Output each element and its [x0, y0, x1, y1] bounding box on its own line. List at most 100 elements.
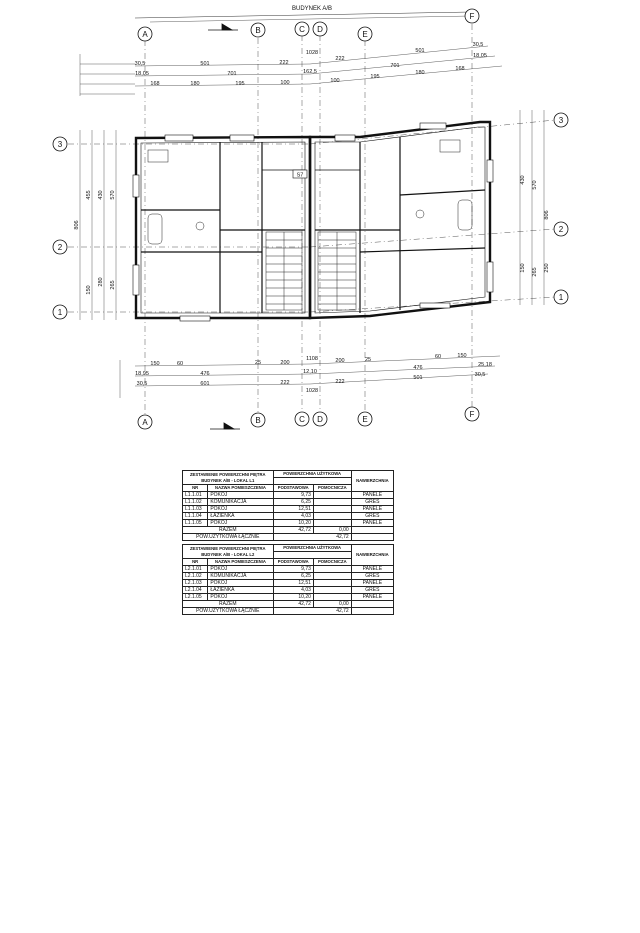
cell-floor: PANELE — [350, 519, 395, 527]
col-nr: NR — [181, 558, 209, 566]
cell-basic: 12,51 — [272, 579, 314, 587]
dimension-label: 180 — [415, 70, 424, 76]
cell-basic: 12,51 — [272, 505, 314, 513]
sum-label: RAZEM — [182, 600, 274, 608]
dimension-label: 168 — [455, 66, 464, 72]
col-aux: POMOCNICZA — [312, 558, 352, 566]
sum-label: RAZEM — [182, 526, 274, 534]
cell-aux — [312, 498, 352, 506]
dimension-label: 18,95 — [135, 371, 149, 377]
col-basic: PODSTAWOWA — [272, 558, 314, 566]
dimension-label: 222 — [280, 380, 289, 386]
dimension-label: 60 — [435, 354, 441, 360]
dimension-label-vertical: 150 — [520, 263, 526, 272]
col-floor: NAWIERZCHNIA — [350, 470, 395, 492]
sum-aux: 0,00 — [312, 600, 352, 608]
dimension-label: 501 — [413, 375, 422, 381]
cell-name: POKÓJ — [207, 505, 274, 513]
axis-bubble-bottom-d: D — [317, 415, 323, 424]
cell-floor: GRES — [350, 498, 395, 506]
total-label: POW.UŻYTKOWA ŁĄCZNIE — [182, 533, 274, 541]
axis-bubble-top-d: D — [317, 25, 323, 34]
cell-aux — [312, 512, 352, 520]
cell-basic: 6,25 — [272, 572, 314, 580]
axis-bubble-top-a: A — [142, 30, 148, 39]
axis-bubble-right-1: 1 — [559, 293, 564, 302]
cell-nr: L1.1.01 — [181, 491, 209, 499]
cell-basic: 6,25 — [272, 498, 314, 506]
dimension-label: 195 — [235, 81, 244, 87]
sum-aux: 0,00 — [312, 526, 352, 534]
axis-bubble-top-f: F — [470, 12, 475, 21]
axis-bubble-top-a-circle — [137, 26, 153, 42]
cell-aux — [312, 491, 352, 499]
dimension-label: 150 — [457, 353, 466, 359]
axis-bubble-top-d-circle — [312, 21, 328, 37]
axis-bubble-top-b-circle — [250, 22, 266, 38]
dimension-label: 168 — [150, 81, 159, 87]
dimension-label: 501 — [415, 48, 424, 54]
cell-basic: 4,03 — [272, 512, 314, 520]
cell-name: KOMUNIKACJA — [207, 572, 274, 580]
dimension-label: 162,5 — [303, 69, 317, 75]
sum-basic: 42,72 — [272, 600, 314, 608]
cell-nr: L2.1.04 — [181, 586, 209, 594]
dimension-label: 30,5 — [137, 381, 148, 387]
axis-bubble-bottom-f-circle — [464, 406, 480, 422]
cell-aux — [312, 586, 352, 594]
cell-basic: 10,20 — [272, 519, 314, 527]
cell-aux — [312, 505, 352, 513]
cell-floor: GRES — [350, 572, 395, 580]
axis-bubble-bottom-b: B — [255, 416, 260, 425]
dimension-label: 222 — [279, 60, 288, 66]
axis-bubble-bottom-a: A — [142, 418, 148, 427]
windows — [132, 122, 494, 322]
axis-bubble-left-1-circle — [52, 304, 68, 320]
cell-name: POKÓJ — [207, 491, 274, 499]
bottom-dimension-chains — [119, 355, 501, 398]
dimension-label: 701 — [390, 63, 399, 69]
col-basic: PODSTAWOWA — [272, 484, 314, 492]
dimension-label-total: 1028 — [306, 388, 318, 394]
axis-bubble-right-3: 3 — [559, 116, 564, 125]
building-walls — [134, 120, 492, 320]
dimension-label: 476 — [200, 371, 209, 377]
dimension-label: 195 — [370, 74, 379, 80]
cell-floor: GRES — [350, 512, 395, 520]
col-name: NAZWA POMIESZCZENIA — [207, 484, 274, 492]
cell-name: KOMUNIKACJA — [207, 498, 274, 506]
col-name: NAZWA POMIESZCZENIA — [207, 558, 274, 566]
cell-aux — [312, 579, 352, 587]
axis-bubble-bottom-c: C — [299, 415, 305, 424]
cell-basic: 9,73 — [272, 565, 314, 573]
dimension-label: 25,18 — [478, 362, 492, 368]
total-label: POW.UŻYTKOWA ŁĄCZNIE — [182, 607, 274, 615]
cell-name: POKÓJ — [207, 593, 274, 601]
building-title: BUDYNEK A/B — [292, 6, 332, 12]
dimension-label: 476 — [413, 365, 422, 371]
axis-bubble-left-2: 2 — [58, 243, 63, 252]
dimension-label: 222 — [335, 56, 344, 62]
bathroom-fixtures — [147, 139, 473, 245]
room-tag: S7 — [297, 173, 304, 179]
axis-bubble-right-2: 2 — [559, 225, 564, 234]
dimension-label: 25 — [255, 360, 261, 366]
dimension-label: 100 — [280, 80, 289, 86]
cell-nr: L2.1.01 — [181, 565, 209, 573]
cell-nr: L2.1.03 — [181, 579, 209, 587]
dimension-label-vertical: 430 — [520, 175, 526, 184]
axis-bubble-top-b: B — [255, 26, 260, 35]
axis-bubble-bottom-d-circle — [312, 411, 328, 427]
axis-bubble-bottom-e-circle — [357, 411, 373, 427]
axis-bubble-bottom-a-circle — [137, 414, 153, 430]
